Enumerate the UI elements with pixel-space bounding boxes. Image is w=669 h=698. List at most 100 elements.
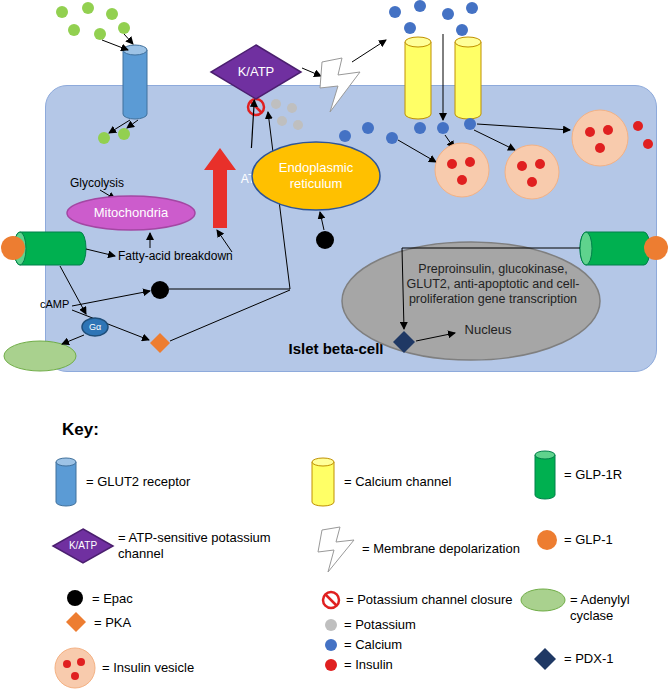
glucose	[106, 8, 118, 20]
insulin	[643, 139, 653, 149]
legend-calcium-channel	[312, 462, 334, 506]
node-text: Mitochondria	[66, 195, 196, 231]
calcium	[339, 130, 351, 142]
arrow	[127, 120, 138, 128]
beta-cell: Islet beta-cellMitochondriaATP/ADPEndopl…	[45, 85, 657, 372]
arrow	[302, 68, 321, 76]
arrow	[474, 130, 515, 150]
legend-katp: K/ATP	[52, 528, 114, 564]
node-text: Gα	[81, 317, 109, 337]
potassium	[277, 116, 287, 126]
legend-text: = Potassium	[344, 617, 416, 633]
text-label: Key:	[62, 420, 99, 440]
mitochondria-shape	[67, 196, 195, 230]
calcium	[414, 122, 426, 134]
calcium-channel-top	[405, 37, 431, 47]
legend-text: = Calcium	[344, 637, 402, 653]
calcium	[464, 118, 476, 130]
insulin-vesicle	[435, 143, 489, 197]
arrow	[100, 190, 115, 199]
text-label: cAMP	[40, 298, 69, 310]
arrow	[320, 212, 324, 230]
glucose	[68, 24, 80, 36]
glucose	[56, 6, 68, 18]
calcium-channel	[455, 42, 481, 119]
legend-glp1r	[535, 455, 555, 499]
endoplasmic-reticulum-shape	[252, 142, 380, 210]
legend-swatch	[325, 659, 337, 671]
glucose	[118, 128, 130, 140]
node-text: Preproinsulin, glucokinase, GLUT2, anti-…	[403, 253, 583, 315]
arrow	[72, 310, 149, 340]
calcium	[442, 8, 454, 20]
arrow	[445, 135, 454, 148]
legend-text: = PDX-1	[564, 651, 614, 667]
node-text: K/ATP	[52, 528, 114, 564]
insulin	[447, 159, 457, 169]
calcium-channel-top	[455, 37, 481, 47]
atp-adp-arrow-shape	[204, 148, 236, 228]
calcium	[437, 122, 449, 134]
calcium	[414, 0, 426, 12]
arrow	[416, 333, 455, 341]
legend-depolarization	[318, 527, 354, 572]
insulin-vesicle	[572, 110, 628, 166]
arrow	[169, 112, 290, 289]
text-label: Glycolysis	[70, 176, 124, 190]
legend-calcium-channel-top	[312, 458, 334, 466]
legend-pka	[66, 612, 86, 632]
arrow	[124, 34, 133, 44]
insulin	[465, 157, 475, 167]
glp1-receptor	[580, 232, 650, 265]
insulin-vesicle	[505, 145, 559, 199]
node-text: Endoplasmic reticulum	[266, 141, 366, 211]
legend-glut2	[56, 462, 76, 506]
g-alpha: Gα	[81, 317, 109, 337]
glut2-receptor	[123, 50, 147, 119]
legend-glp1r-top	[535, 451, 555, 459]
insulin	[527, 177, 537, 187]
legend-insulin	[71, 672, 79, 680]
channel-closure	[248, 99, 264, 115]
membrane-depolarization	[320, 58, 360, 112]
insulin	[585, 127, 595, 137]
arrow	[398, 140, 436, 162]
pdx1	[393, 331, 415, 353]
endoplasmic-reticulum: Endoplasmic reticulum	[251, 141, 381, 211]
legend-text: = Calcium channel	[344, 474, 451, 490]
mitochondria: Mitochondria	[66, 195, 196, 231]
insulin	[535, 159, 545, 169]
legend-text: = GLUT2 receptor	[86, 474, 190, 490]
adenylyl-cyclase	[4, 341, 76, 371]
glp1	[644, 236, 668, 260]
legend-swatch	[537, 530, 557, 550]
legend-insulin	[77, 658, 85, 666]
arrow	[150, 233, 151, 248]
legend-swatch	[67, 590, 83, 606]
channel-closure-bar	[250, 101, 262, 113]
nucleus: Preproinsulin, glucokinase, GLUT2, anti-…	[341, 241, 601, 361]
legend-text: = GLP-1R	[564, 467, 622, 483]
connector-arrow	[251, 100, 254, 148]
calcium	[362, 122, 374, 134]
calcium	[386, 132, 398, 144]
arrow	[217, 230, 232, 252]
legend-text: = Membrane depolarization	[362, 541, 520, 557]
arrow	[86, 249, 115, 256]
legend-text: = Insulin vesicle	[102, 660, 194, 676]
epac	[151, 281, 169, 299]
legend-katp-shape	[53, 529, 113, 563]
legend-text: = Insulin	[344, 657, 393, 673]
legend-pdx1	[534, 648, 556, 670]
legend-vesicle	[55, 648, 95, 688]
legend-text: = PKA	[94, 615, 131, 631]
glut2-receptor-top	[123, 45, 147, 55]
glp1-receptor-cap	[14, 232, 26, 265]
text-label: Fatty-acid breakdown	[118, 249, 233, 263]
legend-text: = Epac	[92, 591, 133, 607]
potassium	[287, 103, 297, 113]
potassium	[293, 120, 303, 130]
arrow	[109, 120, 130, 133]
glucose	[82, 2, 94, 14]
